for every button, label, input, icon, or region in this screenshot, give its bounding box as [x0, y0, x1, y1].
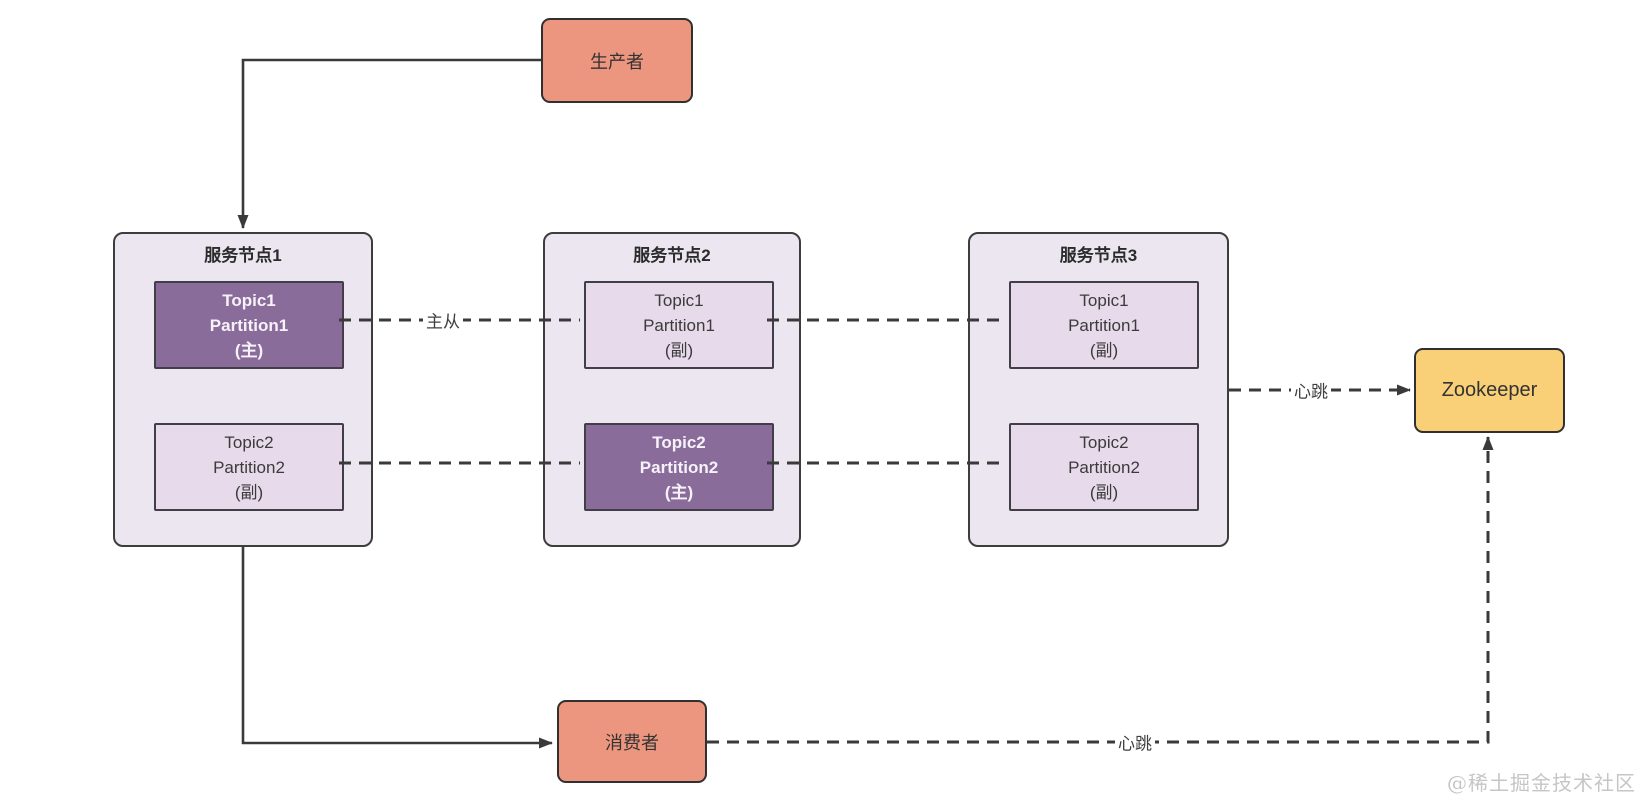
producer-label: 生产者: [590, 51, 644, 72]
partition-label: Partition1: [643, 315, 715, 335]
node-title: 服务节点1: [204, 246, 282, 265]
consumer-label: 消费者: [605, 732, 659, 753]
partition-box-n2-topic1: Topic1 Partition1 (副): [584, 281, 774, 369]
zookeeper-box: Zookeeper: [1414, 348, 1565, 433]
broker-node-2: 服务节点2 Topic1 Partition1 (副) Topic2 Parti…: [543, 232, 801, 547]
partition-label: Partition1: [209, 315, 289, 335]
partition-box-n3-topic1: Topic1 Partition1 (副): [1009, 281, 1199, 369]
partition-box-n2-topic2: Topic2 Partition2 (主): [584, 423, 774, 511]
role-label: (主): [664, 482, 694, 502]
partition-label: Partition2: [1068, 457, 1140, 477]
watermark: @稀土掘金技术社区: [1447, 771, 1636, 795]
role-label: (副): [1089, 340, 1119, 360]
zookeeper-label: Zookeeper: [1441, 379, 1538, 401]
role-label: (主): [234, 340, 264, 360]
partition-box-n1-topic1: Topic1 Partition1 (主): [154, 281, 344, 369]
producer-box: 生产者: [541, 18, 693, 103]
node-title: 服务节点2: [633, 246, 711, 265]
topic-label: Topic2: [1079, 432, 1129, 452]
topic-label: Topic1: [222, 290, 276, 310]
edge-label-master-slave: 主从: [423, 307, 463, 333]
topic-label: Topic2: [652, 432, 706, 452]
partition-box-n3-topic2: Topic2 Partition2 (副): [1009, 423, 1199, 511]
partition-box-n1-topic2: Topic2 Partition2 (副): [154, 423, 344, 511]
partition-label: Partition1: [1068, 315, 1140, 335]
edge-label-heartbeat-broker: 心跳: [1291, 377, 1331, 403]
node-title: 服务节点3: [1059, 246, 1138, 265]
role-label: (副): [1089, 482, 1119, 502]
role-label: (副): [664, 340, 694, 360]
role-label: (副): [234, 482, 264, 502]
edge-node1-to-consumer: [241, 547, 553, 749]
consumer-box: 消费者: [557, 700, 707, 783]
partition-label: Partition2: [639, 457, 719, 477]
broker-node-3: 服务节点3 Topic1 Partition1 (副) Topic2 Parti…: [968, 232, 1229, 547]
partition-label: Partition2: [213, 457, 285, 477]
edge-label-heartbeat-consumer: 心跳: [1115, 729, 1155, 755]
topic-label: Topic2: [224, 432, 274, 452]
topic-label: Topic1: [654, 290, 704, 310]
edge-producer-to-node1: [237, 58, 541, 229]
broker-node-1: 服务节点1 Topic1 Partition1 (主) Topic2 Parti…: [113, 232, 373, 547]
topic-label: Topic1: [1079, 290, 1129, 310]
